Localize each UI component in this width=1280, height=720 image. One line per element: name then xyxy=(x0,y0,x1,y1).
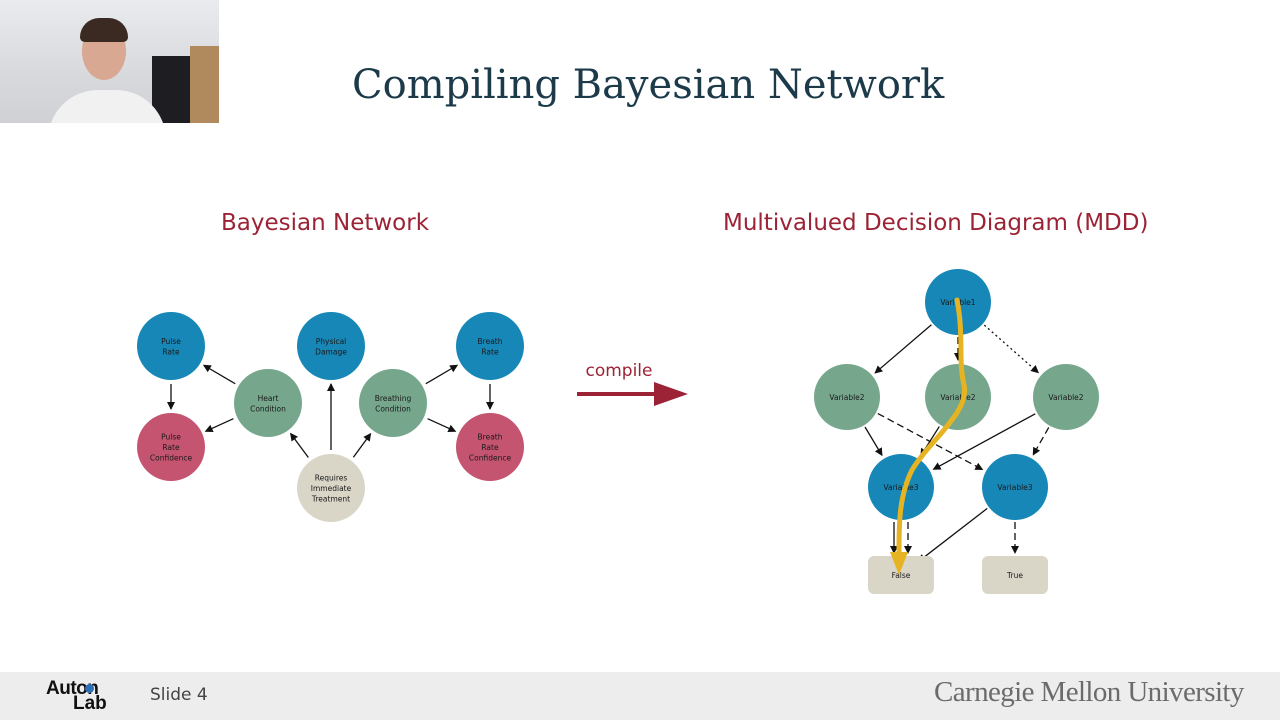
mdd-node-v2b: Variable2 xyxy=(925,364,991,430)
bn-node-circle xyxy=(137,413,205,481)
bn-node-circle xyxy=(137,312,205,380)
bn-edge-requires_treatment-to-heart_condition xyxy=(290,432,309,458)
mdd-terminal-box xyxy=(868,556,934,594)
mdd-node-circle xyxy=(1033,364,1099,430)
compile-arrow-group: compile xyxy=(577,361,688,406)
webcam-background-frame xyxy=(190,46,219,123)
mdd-node-label: False xyxy=(892,571,911,580)
bn-node-circle xyxy=(359,369,427,437)
bn-node-label: Pulse xyxy=(161,337,181,346)
bayesian-network-edges xyxy=(167,364,494,458)
bn-node-label: Condition xyxy=(250,404,286,413)
mdd-node-label: Variable2 xyxy=(940,393,975,402)
bn-node-label: Confidence xyxy=(150,454,193,463)
logo-text-bottom: Lab xyxy=(73,693,107,714)
mdd-edge-v3b-to-false-solid xyxy=(917,507,988,563)
bn-edge-heart_condition-to-pulse_rate_confidence xyxy=(204,418,234,433)
bn-node-label: Rate xyxy=(481,443,499,452)
mdd-node-circle xyxy=(982,454,1048,520)
mdd-node-label: Variable3 xyxy=(997,483,1032,492)
mdd-node-v3a: Variable3 xyxy=(868,454,934,520)
webcam-presenter-hair xyxy=(80,18,128,42)
mdd-highlighted-path xyxy=(896,297,968,563)
compile-arrow-head xyxy=(654,382,688,406)
bn-node-circle xyxy=(456,413,524,481)
logo-dot-icon xyxy=(85,684,94,693)
webcam-background-door xyxy=(152,56,192,123)
mdd-node-true: True xyxy=(982,556,1048,594)
compile-label: compile xyxy=(585,361,652,381)
bn-node-label: Breath xyxy=(478,337,503,346)
auton-lab-logo: Auton Lab xyxy=(46,678,116,714)
bn-edge-heart_condition-to-pulse_rate xyxy=(202,364,236,385)
bn-edge-requires_treatment-to-breathing_condition xyxy=(352,432,372,458)
mdd-node-false: False xyxy=(868,556,934,594)
bayesian-network-nodes: PulseRatePhysicalDamageBreathRateHeartCo… xyxy=(137,312,524,522)
mdd-node-circle xyxy=(868,454,934,520)
slide-number: Slide 4 xyxy=(150,685,208,705)
mdd-edge-v2c-to-v3a-solid xyxy=(932,413,1036,470)
mdd-node-label: True xyxy=(1006,571,1023,580)
bn-node-label: Immediate xyxy=(311,484,352,493)
bn-node-circle xyxy=(297,454,365,522)
mdd-node-v3b: Variable3 xyxy=(982,454,1048,520)
bn-node-label: Rate xyxy=(162,443,180,452)
bn-node-label: Breathing xyxy=(375,394,412,403)
mdd-node-circle xyxy=(814,364,880,430)
bn-node-label: Physical xyxy=(316,337,347,346)
mdd-node-label: Variable3 xyxy=(883,483,918,492)
mdd-edge-v2a-to-v3a-solid xyxy=(864,426,883,457)
footer-bar xyxy=(0,672,1280,720)
bn-node-label: Heart xyxy=(258,394,279,403)
bn-node-label: Confidence xyxy=(469,454,512,463)
mdd-edge-v1-to-v2a-solid xyxy=(874,324,932,374)
bn-edge-breathing_condition-to-breath_rate_confidence xyxy=(427,418,457,433)
bn-node-label: Requires xyxy=(315,474,348,483)
logo-text-top: Auton xyxy=(46,678,99,699)
mdd-node-v2a: Variable2 xyxy=(814,364,880,430)
bn-edge-breathing_condition-to-breath_rate xyxy=(425,364,459,385)
bn-node-label: Treatment xyxy=(311,495,350,504)
bn-node-label: Damage xyxy=(315,347,347,356)
mdd-highlighted-path-group xyxy=(890,297,968,575)
mdd-title: Multivalued Decision Diagram (MDD) xyxy=(723,210,1149,236)
mdd-terminal-box xyxy=(982,556,1048,594)
mdd-node-label: Variable2 xyxy=(1048,393,1083,402)
mdd-node-v2c: Variable2 xyxy=(1033,364,1099,430)
bn-node-label: Condition xyxy=(375,404,411,413)
slide-title: Compiling Bayesian Network xyxy=(352,62,945,108)
bn-node-circle xyxy=(234,369,302,437)
bn-node-label: Pulse xyxy=(161,433,181,442)
mdd-edge-v2c-to-v3b-dashed xyxy=(1032,427,1050,456)
mdd-node-label: Variable2 xyxy=(829,393,864,402)
bayesian-network-title: Bayesian Network xyxy=(221,210,430,236)
webcam-overlay xyxy=(0,0,219,123)
bn-node-circle xyxy=(297,312,365,380)
bn-node-circle xyxy=(456,312,524,380)
bn-node-label: Rate xyxy=(162,347,180,356)
bn-node-label: Breath xyxy=(478,433,503,442)
mdd-edge-v1-to-v2c-dotted xyxy=(983,324,1039,374)
diagram-canvas: PulseRatePhysicalDamageBreathRateHeartCo… xyxy=(137,269,1099,594)
university-logo-text: Carnegie Mellon University xyxy=(934,676,1244,708)
mdd-node-circle xyxy=(925,364,991,430)
mdd-highlighted-path-arrowhead xyxy=(890,552,908,575)
mdd-edges xyxy=(864,324,1050,563)
bn-node-label: Rate xyxy=(481,347,499,356)
